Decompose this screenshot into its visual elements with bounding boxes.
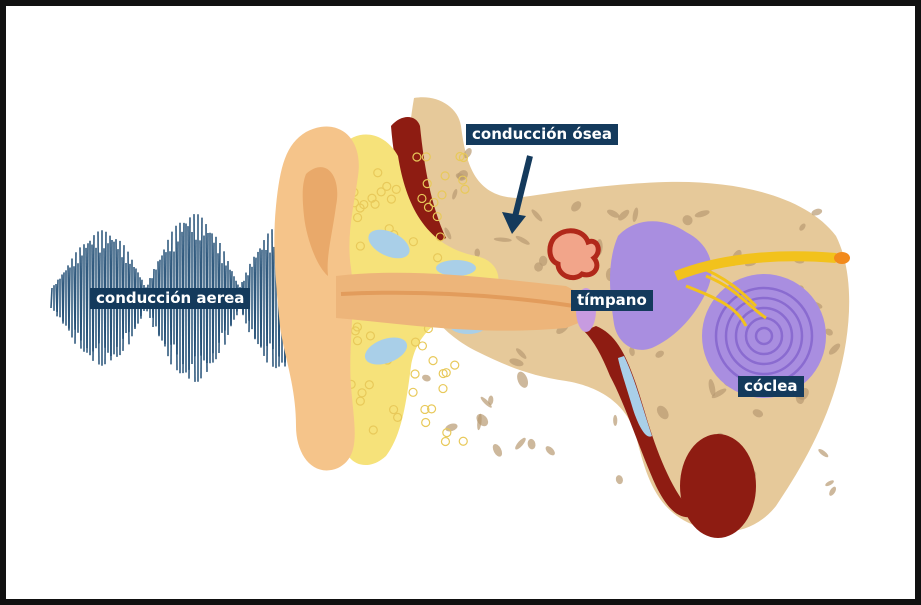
wave-stroke <box>255 258 256 339</box>
wave-stroke <box>57 280 58 317</box>
wave-stroke <box>69 268 70 329</box>
bone-spot <box>544 444 557 457</box>
fluid-patch <box>436 260 476 276</box>
wave-stroke <box>75 252 76 344</box>
bone-spot <box>444 422 458 433</box>
fat-cell <box>409 388 417 396</box>
eardrum-label: tímpano <box>571 290 653 311</box>
wave-stroke <box>51 288 52 308</box>
bone-spot <box>613 415 617 426</box>
nerve-end <box>834 252 850 264</box>
bone-spot <box>527 438 537 450</box>
wave-stroke <box>87 243 88 352</box>
fat-cell <box>422 419 430 427</box>
wave-stroke <box>81 256 82 341</box>
fat-cell <box>439 385 447 393</box>
bone-conduction-label: conducción ósea <box>466 124 618 145</box>
fat-cell <box>429 357 437 365</box>
cochlea-label: cóclea <box>738 376 804 397</box>
sinus-cavity <box>680 434 756 538</box>
bone-spot <box>491 442 504 458</box>
bone-spot <box>474 412 490 429</box>
bone-spot <box>514 436 528 451</box>
air-conduction-label: conducción aerea <box>90 288 250 309</box>
fat-cell <box>459 437 467 445</box>
bone-spot <box>828 486 838 497</box>
wave-stroke <box>63 272 64 323</box>
wave-stroke <box>267 233 268 362</box>
bone-spot <box>421 374 432 383</box>
fat-cell <box>411 370 419 378</box>
bone-spot <box>515 370 530 389</box>
wave-stroke <box>273 247 274 349</box>
bone-spot <box>615 474 624 485</box>
wave-stroke <box>261 250 262 347</box>
bone-spot <box>824 479 834 487</box>
fat-cell <box>451 361 459 369</box>
fat-cell <box>441 437 449 445</box>
bone-spot <box>817 448 829 459</box>
